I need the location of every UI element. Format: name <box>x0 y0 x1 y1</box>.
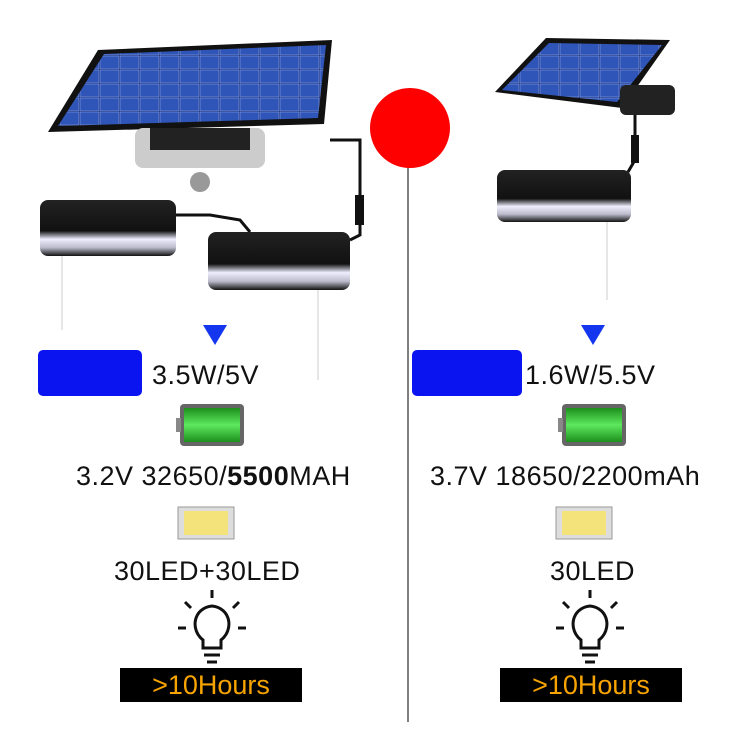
left-lamp-1 <box>40 200 176 256</box>
right-lamp <box>497 170 631 222</box>
down-arrow-icon-right <box>581 325 605 345</box>
bulb-icon-right <box>556 590 624 664</box>
right-battery-spec: 3.7V 18650/2200mAh <box>430 461 701 491</box>
right-led-count: 30LED <box>550 556 636 586</box>
solar-panel-color-swatch-right <box>412 350 522 396</box>
bulb-icon-left <box>178 590 246 664</box>
solar-panel-color-swatch-left <box>38 350 142 396</box>
battery-icon-left <box>176 404 244 446</box>
led-chip-icon-left <box>177 506 235 540</box>
led-chip-icon-right <box>555 506 613 540</box>
left-led-count: 30LED+30LED <box>114 556 301 586</box>
left-power-spec: 3.5W/5V <box>152 360 260 390</box>
left-battery-unit: MAH <box>289 461 351 491</box>
right-runtime: >10Hours <box>500 668 682 702</box>
battery-icon-right <box>558 404 626 446</box>
left-battery-voltage: 3.2V 32650/ <box>76 461 228 491</box>
left-battery-capacity: 5500 <box>227 461 290 491</box>
left-battery-spec: 3.2V 32650/5500MAH <box>76 461 351 492</box>
down-arrow-icon-left <box>203 325 227 345</box>
left-runtime: >10Hours <box>120 668 302 702</box>
right-solar-panel <box>495 38 675 173</box>
left-lamp-2 <box>208 232 350 290</box>
left-solar-panel <box>48 40 364 242</box>
right-power-spec: 1.6W/5.5V <box>525 360 656 390</box>
red-dot <box>370 88 450 168</box>
